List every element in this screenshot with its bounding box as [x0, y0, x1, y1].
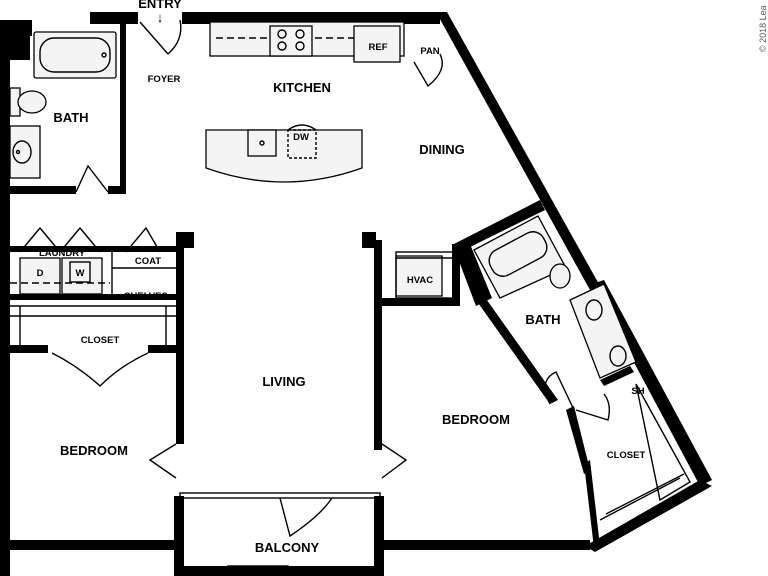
dw-label: DW — [293, 132, 309, 143]
laundry-label: LAUNDRY — [39, 248, 86, 259]
bath-left-label: BATH — [53, 110, 88, 125]
right-bath-fixtures — [395, 215, 691, 521]
bedroom-right-label: BEDROOM — [442, 412, 510, 427]
interior-walls — [6, 24, 634, 548]
pan-label: PAN — [420, 46, 439, 57]
balcony-label: BALCONY — [255, 540, 320, 555]
kitchen-label: KITCHEN — [273, 80, 331, 95]
entry-arrow-icon: ↓ — [157, 10, 164, 25]
shelves-label: SHELVES — [124, 291, 168, 302]
entry-label: ENTRY — [138, 0, 182, 11]
sh-label: SH — [631, 386, 644, 397]
left-bath-fixtures — [9, 31, 117, 179]
hvac-label: HVAC — [407, 275, 433, 286]
living-label: LIVING — [262, 374, 305, 389]
kitchen-fixtures — [205, 21, 405, 183]
closet-shelving — [10, 252, 176, 345]
closet-right-label: CLOSET — [607, 450, 646, 461]
closet-left-label: CLOSET — [81, 335, 120, 346]
doors — [19, 19, 611, 538]
washer-label: W — [76, 268, 85, 279]
foyer-label: FOYER — [148, 74, 181, 85]
hvac-closet — [395, 251, 455, 299]
copyright-text: © 2018 Lea — [758, 5, 768, 52]
bedroom-left-label: BEDROOM — [60, 443, 128, 458]
bath-right-label: BATH — [525, 312, 560, 327]
dryer-label: D — [37, 268, 44, 279]
ref-label: REF — [369, 42, 388, 53]
coat-label: COAT — [135, 256, 161, 267]
dining-label: DINING — [419, 142, 465, 157]
